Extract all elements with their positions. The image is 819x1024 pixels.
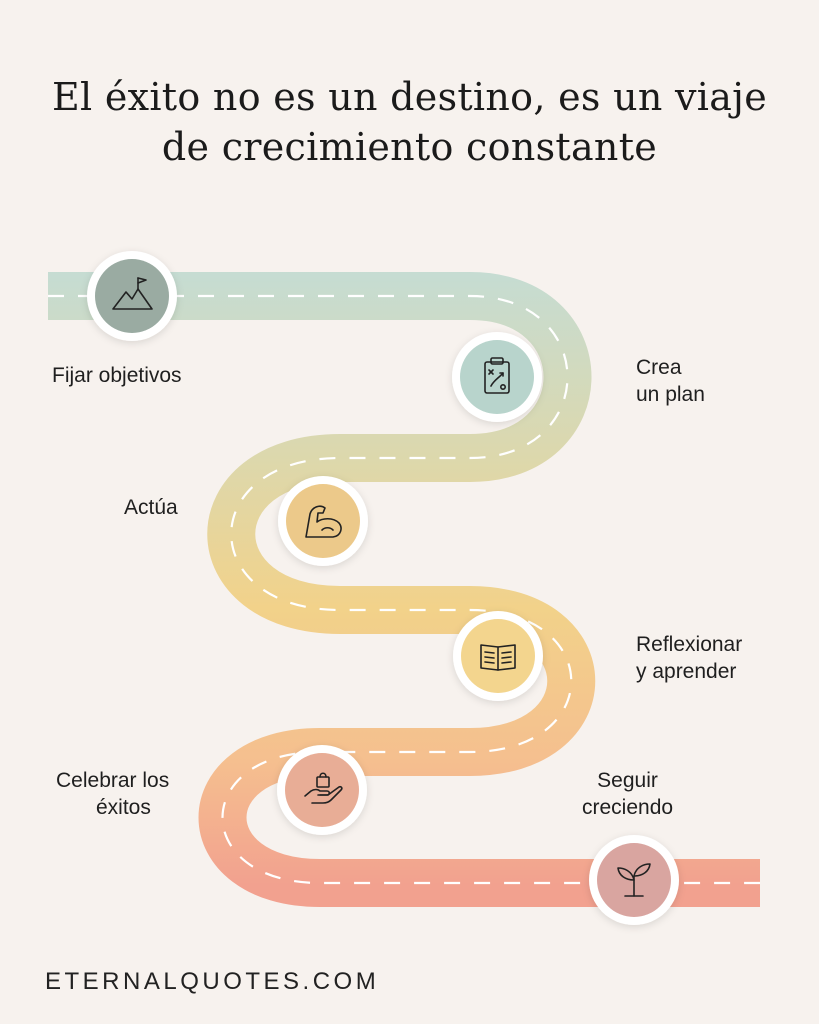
step-marker-1 <box>87 251 177 341</box>
title-line-2: de crecimiento constante <box>161 125 658 169</box>
step-marker-3 <box>278 476 368 566</box>
step-label-2: Crea un plan <box>636 354 705 408</box>
mountain-flag-icon <box>112 277 153 310</box>
step-label-1: Fijar objetivos <box>52 362 182 389</box>
step-label-5: Celebrar los éxitos <box>56 767 169 821</box>
road-center-dashes <box>48 294 760 885</box>
step-label-3: Actúa <box>124 494 178 521</box>
step-marker-5 <box>277 745 367 835</box>
title-line-1: El éxito no es un destino, es un viaje <box>51 75 768 119</box>
brand-footer[interactable]: ETERNALQUOTES.COM <box>45 968 380 995</box>
step-label-3-line-1: Actúa <box>124 496 178 519</box>
clipboard-strategy-icon <box>484 357 510 394</box>
step-label-6-line-2: creciendo <box>582 796 674 819</box>
sprout-icon <box>617 863 651 897</box>
step-label-6-line-1: Seguir <box>597 769 658 792</box>
page-title: El éxito no es un destino, es un viaje d… <box>0 72 819 172</box>
step-label-2-line-2: un plan <box>636 383 705 406</box>
step-label-5-line-1: Celebrar los <box>56 769 170 792</box>
step-label-4: Reflexionar y aprender <box>636 631 742 685</box>
step-label-2-line-1: Crea <box>636 356 682 379</box>
open-book-icon <box>480 644 516 671</box>
flexed-arm-icon <box>305 505 342 538</box>
step-label-1-line-1: Fijar objetivos <box>52 364 182 387</box>
step-label-6: Seguir creciendo <box>582 767 673 821</box>
step-marker-2 <box>452 332 542 422</box>
step-label-5-line-2: éxitos <box>96 796 151 819</box>
hand-gift-icon <box>304 772 343 804</box>
step-label-4-line-1: Reflexionar <box>636 633 743 656</box>
step-label-4-line-2: y aprender <box>636 660 737 683</box>
